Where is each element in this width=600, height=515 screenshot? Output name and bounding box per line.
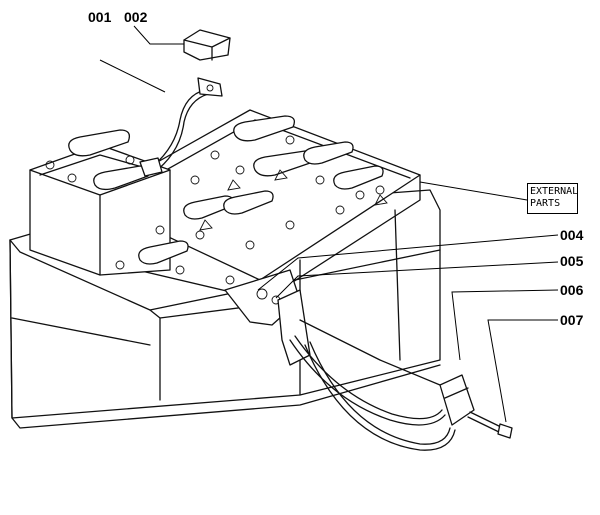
cell-caps xyxy=(45,115,388,285)
battery-cable-001 xyxy=(139,77,223,177)
callout-002: 002 xyxy=(124,9,148,25)
external-parts-line2: PARTS xyxy=(530,198,561,209)
callout-001: 001 xyxy=(88,9,112,25)
external-parts-line1: EXTERNAL xyxy=(530,186,579,197)
callout-005: 005 xyxy=(560,253,584,269)
wiring-harness-006 xyxy=(289,319,475,451)
callout-006: 006 xyxy=(560,282,584,298)
callout-004: 004 xyxy=(560,227,584,243)
terminal-cover-002 xyxy=(183,29,231,61)
leader-lines xyxy=(99,25,559,423)
external-parts-label: EXTERNAL PARTS xyxy=(527,183,578,214)
callout-007: 007 xyxy=(560,312,584,328)
bolt-007 xyxy=(467,411,513,439)
